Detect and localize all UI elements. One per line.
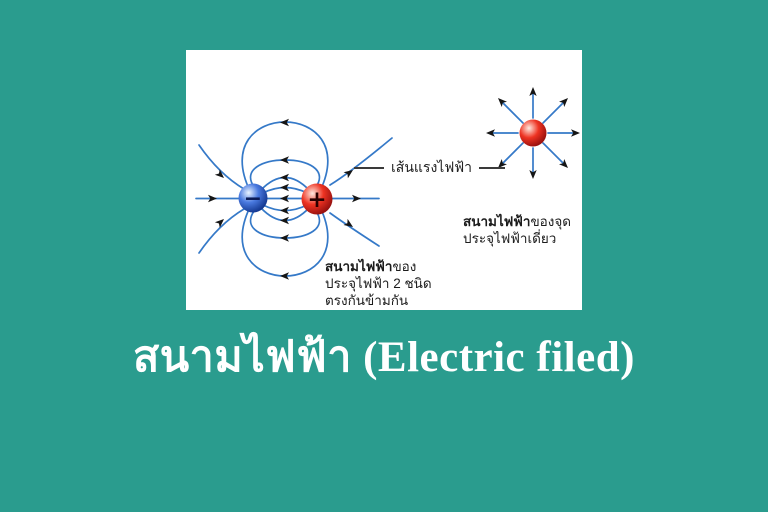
field-line-label: เส้นแรงไฟฟ้า (391, 159, 473, 175)
callout-dash-left (354, 167, 384, 169)
field-arrowheads (208, 87, 580, 280)
field-line-callout: เส้นแรงไฟฟ้า (354, 157, 506, 179)
negative-charge-sphere: − (238, 183, 268, 213)
point-charge-field-lines (488, 89, 578, 177)
point-charge-sphere (519, 119, 547, 147)
point-charge-caption-line2: ประจุไฟฟ้าเดี่ยว (463, 231, 557, 246)
callout-dash-right (479, 167, 506, 169)
electric-field-diagram: − + (195, 87, 580, 280)
positive-charge-sphere: + (301, 183, 333, 215)
dipole-field-lines (195, 121, 393, 277)
positive-sign: + (307, 187, 326, 213)
point-charge-caption-line1: สนามไฟฟ้าของจุด (463, 214, 572, 229)
dipole-caption-line2: ประจุไฟฟ้า 2 ชนิด (325, 276, 432, 291)
figure-panel: − + เส้นแรงไฟฟ้า สนามไฟฟ้าของ ประจุไฟฟ้า… (186, 50, 582, 310)
negative-sign: − (244, 187, 262, 212)
slide-title: สนามไฟฟ้า (Electric filed) (133, 334, 635, 381)
point-charge-caption: สนามไฟฟ้าของจุด ประจุไฟฟ้าเดี่ยว (463, 213, 571, 247)
dipole-caption-line1: สนามไฟฟ้าของ (325, 259, 417, 274)
dipole-caption-line3: ตรงกันข้ามกัน (325, 293, 409, 308)
dipole-caption: สนามไฟฟ้าของ ประจุไฟฟ้า 2 ชนิด ตรงกันข้า… (325, 258, 432, 309)
